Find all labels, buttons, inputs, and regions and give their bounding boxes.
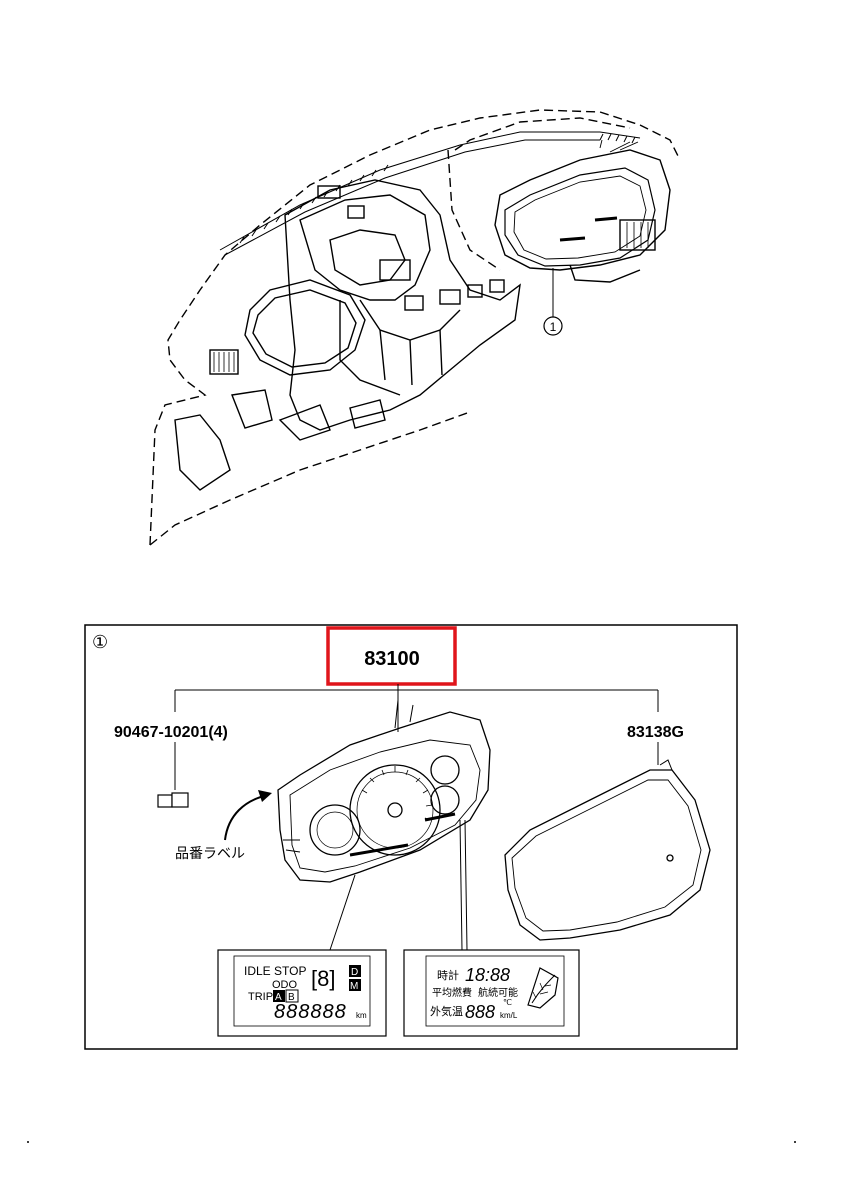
- gear-m-label: M: [350, 981, 358, 992]
- clock-label: 時計: [437, 968, 459, 982]
- part-number-cover: 83138G: [627, 724, 684, 741]
- gear-m-box: [349, 979, 361, 991]
- odometer-digits: 888888: [274, 1001, 347, 1023]
- gear-d-box: [349, 965, 361, 977]
- callout-circle: [543, 316, 563, 336]
- main-part-highlight: [326, 626, 457, 686]
- trip-a-box: [273, 990, 285, 1002]
- detail-frame: [84, 624, 738, 1050]
- odometer-unit: km: [356, 1011, 367, 1020]
- odo-label: ODO: [272, 979, 298, 991]
- fuel-unit: km/L: [500, 1011, 518, 1020]
- range-label: 航続可能: [478, 986, 518, 999]
- idle-stop-label: IDLE STOP: [244, 964, 306, 978]
- meter-cluster: [277, 699, 491, 883]
- gear-digit: [8]: [311, 966, 335, 991]
- trip-a-label: A: [275, 992, 282, 1003]
- trip-label: TRIP: [248, 991, 273, 1003]
- detail-index-label: ①: [92, 632, 108, 652]
- display-left: [217, 949, 387, 1037]
- trip-b-label: B: [288, 992, 295, 1003]
- leaf-icon: [527, 967, 559, 1009]
- fuel-label: 平均燃費: [432, 986, 472, 999]
- leader-lines: [174, 684, 659, 951]
- dashboard-illustration: [149, 109, 681, 546]
- part-number-screw: 90467-10201(4): [114, 724, 228, 741]
- temp-unit: ℃: [503, 998, 512, 1007]
- trip-b-box: [285, 989, 299, 1003]
- clock-digits: 18:88: [465, 965, 510, 985]
- cluster-cover-glass: [504, 759, 711, 941]
- callout-number: 1: [550, 320, 557, 334]
- label-arrow: [224, 794, 269, 841]
- main-part-number: 83100: [364, 648, 420, 670]
- temp-digits: 888: [465, 1002, 495, 1022]
- gear-d-label: D: [351, 967, 358, 978]
- label-arrow-head: [258, 790, 272, 802]
- temp-label: 外気温: [430, 1004, 463, 1018]
- part-label-note: 品番ラベル: [175, 845, 245, 861]
- screw-icon: [157, 792, 189, 808]
